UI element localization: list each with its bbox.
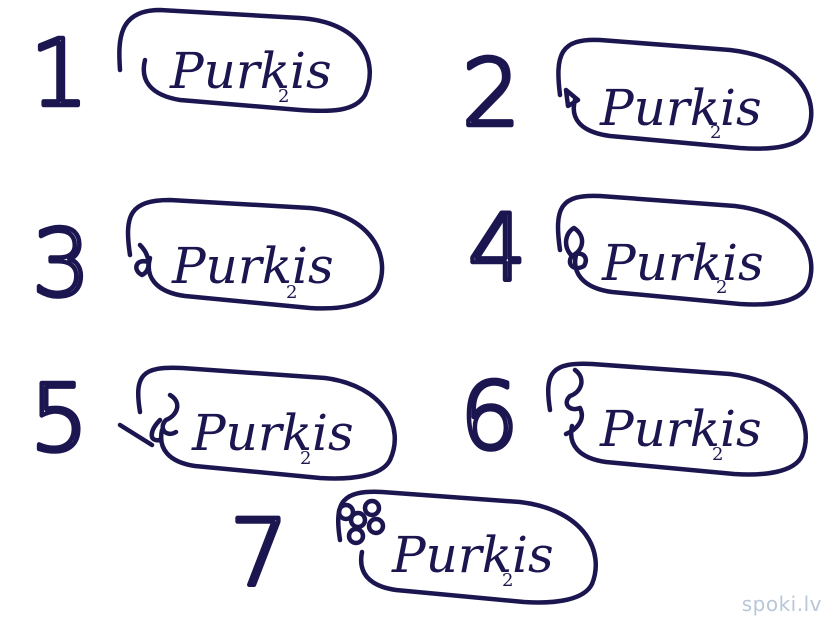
pen-mark bbox=[117, 392, 180, 448]
name-tag-outline bbox=[555, 193, 814, 307]
name-word: Purkis bbox=[599, 400, 762, 458]
name-subscript: 2 bbox=[286, 282, 297, 303]
name-tag-outline bbox=[125, 197, 385, 311]
stage-number: 1 bbox=[30, 20, 89, 127]
name-word: Purkis bbox=[391, 526, 554, 584]
name-tag-outline bbox=[335, 489, 598, 605]
stage-number: 2 bbox=[462, 40, 521, 147]
name-word: Purkis bbox=[599, 79, 762, 137]
watermark-logo: spoki.lv bbox=[741, 592, 822, 616]
name-subscript: 2 bbox=[278, 86, 289, 107]
pen-mark bbox=[563, 367, 584, 437]
stage-number: 3 bbox=[32, 210, 91, 317]
flower-icon bbox=[336, 498, 386, 546]
stage-3: 3 Purkis 2 bbox=[30, 197, 385, 319]
name-subscript: 2 bbox=[300, 448, 311, 469]
stage-number: 7 bbox=[230, 500, 289, 607]
stage-6: 6 Purkis 2 bbox=[458, 361, 808, 477]
stage-number: 6 bbox=[460, 363, 519, 470]
name-subscript: 2 bbox=[716, 277, 727, 298]
stage-2: 2 Purkis 2 bbox=[460, 37, 814, 151]
name-tag-outline bbox=[135, 365, 397, 481]
pen-mark bbox=[134, 242, 151, 278]
pen-mark bbox=[563, 225, 589, 271]
stage-number: 4 bbox=[468, 195, 527, 302]
name-subscript: 2 bbox=[712, 444, 723, 465]
name-word: Purkis bbox=[191, 404, 354, 462]
name-word: Purkis bbox=[601, 234, 764, 292]
name-tag-outline bbox=[545, 361, 808, 477]
stage-1: 1 Purkis 2 bbox=[28, 7, 372, 129]
name-word: Purkis bbox=[169, 42, 332, 100]
stage-number: 5 bbox=[30, 365, 89, 472]
stage-4: 4 Purkis 2 bbox=[466, 193, 814, 307]
pen-mark bbox=[563, 87, 581, 109]
stage-5: 5 Purkis 2 bbox=[28, 363, 397, 481]
name-tag-outline bbox=[556, 37, 814, 151]
name-word: Purkis bbox=[171, 237, 334, 295]
name-tag-outline bbox=[117, 7, 372, 114]
stage-7: 7 Purkis 2 bbox=[228, 489, 598, 609]
name-subscript: 2 bbox=[502, 570, 513, 591]
name-subscript: 2 bbox=[710, 122, 721, 143]
